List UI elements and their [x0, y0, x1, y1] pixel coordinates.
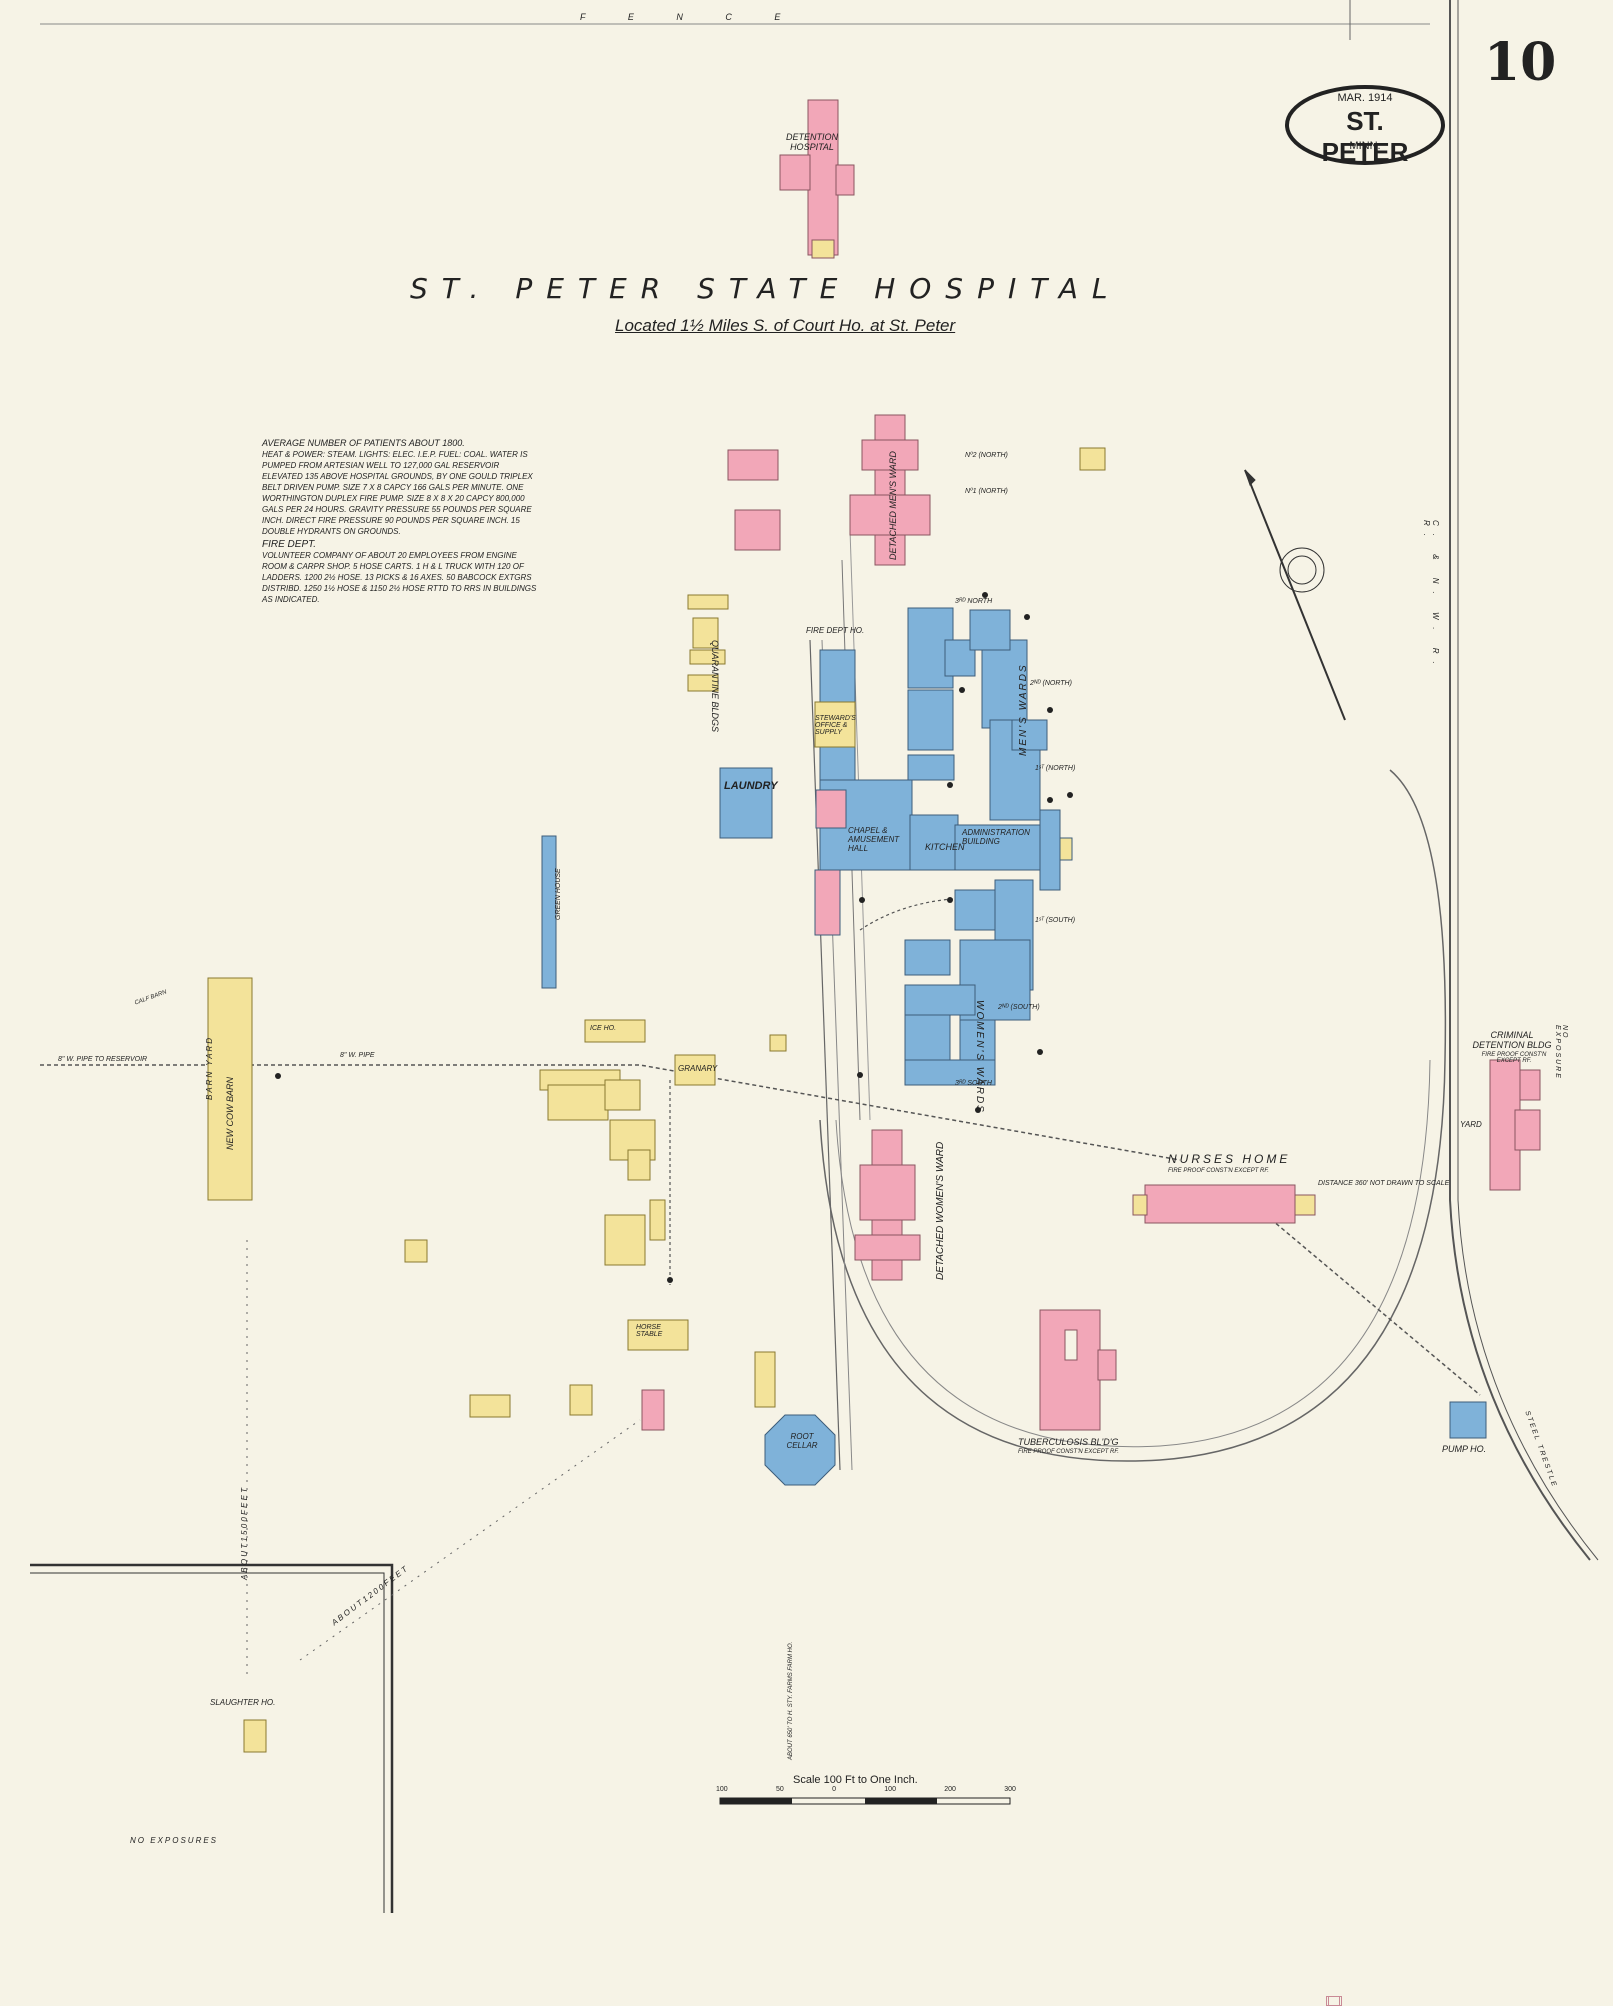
- label-about-650: ABOUT 650' TO H. STY. FARMS FARM HO.: [788, 1641, 794, 1760]
- map-sheet: 10 MAR. 1914 ST. PETER MINN. F E N C E S…: [30, 0, 1599, 2006]
- tuberculosis-bldg: [1039, 1309, 1117, 1431]
- scale-tick: 100: [884, 1786, 896, 1793]
- label-fire-dept-ho: FIRE DEPT HO.: [806, 626, 865, 635]
- scale-bar: [719, 1797, 1011, 1805]
- label-s1-south: 1ˢᵀ (SOUTH): [1035, 917, 1076, 924]
- label-wpipe: 8" W. PIPE: [340, 1052, 375, 1059]
- scale-tick: 50: [775, 1786, 784, 1793]
- label-mens-wards: MEN'S WARDS: [1018, 663, 1029, 756]
- label-pump-ho: PUMP HO.: [1442, 1444, 1487, 1454]
- label-nurses-home: NURSES HOME: [1168, 1152, 1291, 1166]
- label-detention-hospital: DETENTION HOSPITAL: [785, 132, 838, 152]
- label-womens-wards: WOMEN'S WARDS: [974, 1000, 985, 1114]
- scale-tick: 0: [832, 1786, 836, 1793]
- notes-fire-body: VOLUNTEER COMPANY OF ABOUT 20 EMPLOYEES …: [262, 551, 537, 604]
- label-slaughter-ho: SLAUGHTER HO.: [210, 1698, 276, 1707]
- cartouche-city: ST. PETER: [1321, 106, 1409, 167]
- label-criminal: CRIMINAL DETENTION BLDG: [1472, 1030, 1552, 1050]
- north-arrow: [1244, 469, 1346, 721]
- cartouche-date: MAR. 1914: [1337, 92, 1393, 104]
- criminal-detention-bldg: [1489, 1059, 1541, 1191]
- label-horse-stable: HORSE STABLE: [636, 1324, 663, 1338]
- womens-wards-complex: [904, 879, 1034, 1086]
- label-about-1500: A B O U T 1 5 0 0 F E E T: [240, 1487, 249, 1580]
- new-cow-barn-bldg: [207, 977, 253, 1201]
- placeholder-hidden-50: [1326, 1996, 1340, 2006]
- label-kitchen: KITCHEN: [925, 842, 965, 852]
- fence-label: F E N C E: [580, 12, 801, 22]
- farm-buildings: [207, 977, 787, 1753]
- laundry-bldg: [719, 767, 773, 839]
- label-n2-north: 2ᴺᴰ (NORTH): [1030, 680, 1072, 687]
- railroad-track: [1449, 0, 1591, 1561]
- label-n1-north: 1ˢᵀ (NORTH): [1035, 765, 1076, 772]
- label-admin: ADMINISTRATION BUILDING: [962, 828, 1030, 846]
- notes-body: HEAT & POWER: STEAM. LIGHTS: ELEC. I.E.P…: [262, 450, 533, 536]
- notes-heading: AVERAGE NUMBER OF PATIENTS ABOUT 1800.: [262, 438, 465, 448]
- label-tb-sub: FIRE PROOF CONST'N EXCEPT RF.: [1018, 1449, 1119, 1455]
- label-no-exposure-right: NO EXPOSURE: [1554, 1025, 1568, 1080]
- label-detached-womens: DETACHED WOMEN'S WARD: [935, 1141, 946, 1280]
- label-barn-yard: BARN YARD: [205, 1035, 214, 1100]
- mens-wards-complex: [907, 607, 1048, 821]
- green-house-bldg: [541, 835, 557, 989]
- pump-house-bldg: [1449, 1401, 1487, 1439]
- granary-bldg: [674, 1054, 716, 1086]
- cartouche-state: MINN.: [1349, 140, 1381, 152]
- loop-road: [819, 769, 1447, 1462]
- cartouche-oval: [1285, 85, 1445, 165]
- notes-block: AVERAGE NUMBER OF PATIENTS ABOUT 1800. H…: [262, 438, 540, 605]
- label-no2-north: Nº2 (NORTH): [965, 452, 1008, 459]
- label-granary: GRANARY: [678, 1064, 718, 1073]
- detached-mens-ward: [849, 414, 931, 566]
- label-ice-ho: ICE HO.: [590, 1025, 617, 1032]
- label-s2-south: 2ᴺᴰ (SOUTH): [998, 1004, 1040, 1011]
- label-stewards: STEWARD'S OFFICE & SUPPLY: [815, 715, 856, 736]
- sheet-number: 10: [1484, 32, 1557, 93]
- nurses-home-bldg: [1132, 1184, 1316, 1224]
- quarantine-bldgs: [687, 594, 729, 692]
- scale-tick: 200: [944, 1786, 956, 1793]
- scale-ticks: 100 50 0 100 200 300: [716, 1786, 1016, 1793]
- label-n3-north: 3ᴿᴰ NORTH: [955, 598, 993, 605]
- railroad-track-2: [1457, 0, 1599, 1561]
- detached-womens-ward: [854, 1129, 921, 1281]
- label-yard: YARD: [1460, 1120, 1482, 1129]
- map-subtitle: Located 1½ Miles S. of Court Ho. at St. …: [615, 316, 956, 335]
- label-new-cow-barn: NEW COW BARN: [225, 1077, 235, 1150]
- label-wpipe-reservoir: 8" W. PIPE TO RESERVOIR: [58, 1056, 148, 1063]
- label-laundry: LAUNDRY: [724, 780, 778, 792]
- scale-tick: 100: [716, 1786, 728, 1793]
- label-root-cellar: ROOT CELLAR: [786, 1432, 818, 1450]
- label-s3-south: 3ᴿᴰ SOUTH: [955, 1080, 992, 1087]
- label-no1-north: Nº1 (NORTH): [965, 488, 1008, 495]
- scale-tick: 300: [1004, 1786, 1016, 1793]
- scale-label: Scale 100 Ft to One Inch.: [793, 1774, 918, 1786]
- label-green-house: GREEN HOUSE: [555, 868, 562, 920]
- root-cellar-bldg: [764, 1414, 836, 1486]
- map-title: ST. PETER STATE HOSPITAL: [410, 272, 1122, 305]
- label-detached-mens: DETACHED MEN'S WARD: [888, 451, 898, 560]
- map-drawing: [30, 0, 1599, 1913]
- label-no-exposures: NO EXPOSURES: [130, 1836, 219, 1845]
- detention-hospital: [779, 99, 855, 259]
- label-chapel: CHAPEL & AMUSEMENT HALL: [848, 826, 900, 853]
- label-criminal-sub: FIRE PROOF CONST'N EXCEPT RF.: [1481, 1052, 1547, 1064]
- label-tb-bldg: TUBERCULOSIS BL'D'G: [1018, 1437, 1119, 1447]
- label-nurses-sub: FIRE PROOF CONST'N EXCEPT RF.: [1168, 1168, 1269, 1174]
- label-quarantine: QUARANTINE BLDGS: [710, 640, 720, 733]
- label-cmw-rr: C. & N. W. R. R.: [1422, 520, 1440, 672]
- notes-fire-heading: FIRE DEPT.: [262, 539, 317, 550]
- label-distance: DISTANCE 360' NOT DRAWN TO SCALE: [1318, 1180, 1450, 1187]
